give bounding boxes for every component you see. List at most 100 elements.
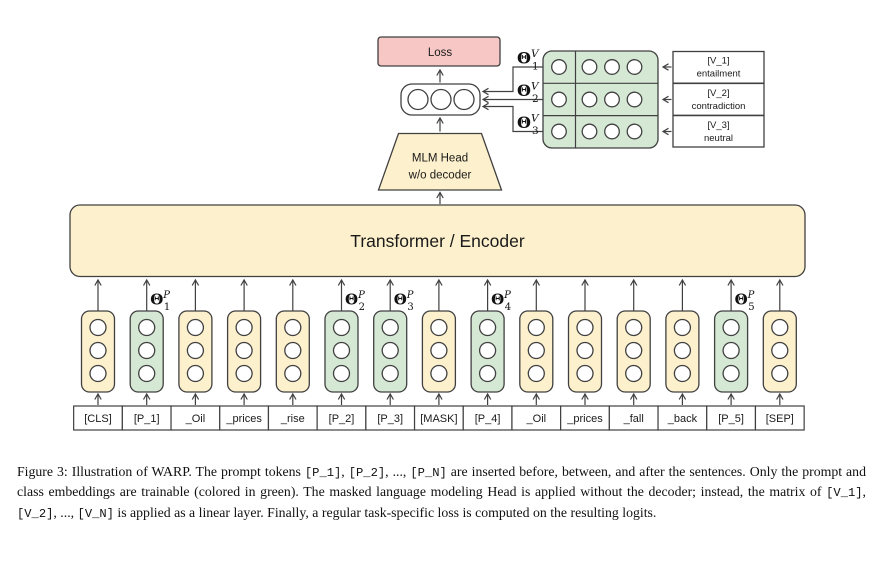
embedding-unit bbox=[284, 364, 302, 383]
transformer-encoder-box bbox=[69, 204, 806, 278]
embedding-unit bbox=[186, 364, 205, 383]
token-cell bbox=[365, 405, 416, 431]
embedding-unit bbox=[235, 341, 253, 360]
embedding-unit bbox=[771, 341, 789, 360]
class-embedding-unit bbox=[581, 91, 598, 108]
embedding-unit bbox=[625, 318, 643, 337]
embedding-unit bbox=[673, 318, 692, 337]
class-embedding-unit bbox=[551, 91, 567, 108]
mlm-head-trapezoid bbox=[377, 132, 503, 191]
token-label: _rise bbox=[280, 413, 305, 425]
token-cell bbox=[706, 405, 757, 431]
embedding-unit bbox=[722, 318, 740, 337]
token-column: _prices bbox=[219, 278, 270, 431]
figure-caption: Figure 3: Illustration of WARP. The prom… bbox=[17, 462, 866, 523]
token-cell bbox=[754, 405, 805, 431]
embedding-unit bbox=[673, 364, 692, 383]
caption-segment: [V_2] bbox=[17, 506, 54, 521]
token-label: [P_4] bbox=[475, 413, 501, 425]
token-column: _fall bbox=[608, 278, 659, 431]
token-label: [P_3] bbox=[377, 413, 403, 425]
caption-segment: are inserted before, between, and after … bbox=[17, 464, 866, 500]
token-cell bbox=[73, 405, 123, 431]
verbalizer-outer-rect bbox=[672, 50, 765, 148]
token-label: [P_1] bbox=[134, 413, 160, 425]
embedding-unit bbox=[284, 341, 302, 360]
caption-segment: Figure 3: Illustration of WARP. The prom… bbox=[17, 464, 305, 479]
embedding-unit bbox=[478, 364, 497, 383]
embedding-unit bbox=[673, 341, 692, 360]
token-column: _back bbox=[657, 278, 708, 431]
embedding-unit bbox=[576, 318, 594, 337]
embedding-unit bbox=[332, 341, 351, 360]
token-cell bbox=[511, 405, 562, 431]
embedding-unit bbox=[186, 318, 205, 337]
embedding-unit bbox=[576, 341, 594, 360]
embedding-unit bbox=[722, 341, 740, 360]
caption-segment: , bbox=[862, 484, 866, 500]
embedding-unit bbox=[138, 341, 156, 360]
embedding-unit bbox=[186, 341, 205, 360]
caption-segment: [V_N] bbox=[77, 506, 114, 521]
embedding-unit bbox=[430, 318, 448, 337]
mlm-head-label-line1: MLM Head bbox=[412, 153, 468, 165]
embedding-unit bbox=[625, 364, 643, 383]
embedding-unit bbox=[138, 364, 156, 383]
embedding-unit bbox=[381, 341, 399, 360]
logit-unit bbox=[407, 88, 429, 111]
embedding-unit bbox=[332, 364, 351, 383]
token-column: _Oil bbox=[170, 278, 221, 431]
loss-box bbox=[377, 36, 501, 67]
token-cell bbox=[121, 405, 172, 431]
token-column: [CLS] bbox=[73, 278, 123, 431]
logit-unit bbox=[430, 88, 452, 111]
token-column: _prices bbox=[560, 278, 610, 431]
loss-label: Loss bbox=[428, 47, 453, 59]
caption-segment: is applied as a linear layer. Finally, a… bbox=[113, 504, 657, 520]
embedding-unit bbox=[138, 318, 156, 337]
connector-row3-to-logits bbox=[481, 102, 543, 133]
token-label: [P_2] bbox=[329, 413, 355, 425]
verbalizer-class-label: entailment bbox=[697, 69, 741, 80]
embedding-unit bbox=[527, 341, 545, 360]
embedding-unit bbox=[381, 364, 399, 383]
token-label: _prices bbox=[566, 413, 603, 425]
connector-row1-to-logits bbox=[481, 66, 543, 96]
class-embedding-unit bbox=[604, 91, 620, 108]
class-embedding-unit bbox=[626, 59, 643, 75]
token-label: _Oil bbox=[185, 413, 206, 425]
embedding-unit bbox=[625, 341, 643, 360]
embedding-unit bbox=[89, 341, 107, 360]
class-embedding-unit bbox=[581, 123, 598, 140]
token-cell bbox=[657, 405, 708, 431]
embedding-unit bbox=[284, 318, 302, 337]
token-label: [P_5] bbox=[718, 413, 744, 425]
caption-segment: [V_1] bbox=[826, 486, 863, 501]
token-column: _Oil bbox=[511, 278, 562, 431]
token-cell bbox=[560, 405, 610, 431]
token-label: _fall bbox=[623, 413, 644, 425]
embedding-unit bbox=[771, 364, 789, 383]
caption-segment: , bbox=[341, 464, 349, 479]
embedding-unit bbox=[381, 318, 399, 337]
embedding-unit bbox=[771, 318, 789, 337]
logit-unit bbox=[453, 88, 475, 111]
class-embedding-unit bbox=[581, 59, 598, 75]
verbalizer-boxes: [V_1]entailment[V_2]contradiction[V_3]ne… bbox=[661, 50, 765, 148]
embedding-unit bbox=[89, 318, 107, 337]
token-label: _back bbox=[667, 413, 698, 425]
verbalizer-class-label: neutral bbox=[704, 133, 733, 144]
verbalizer-token-label: [V_2] bbox=[707, 88, 729, 99]
embedding-unit bbox=[235, 364, 253, 383]
token-label: [SEP] bbox=[766, 413, 794, 425]
caption-segment: [P_1] bbox=[304, 466, 342, 480]
